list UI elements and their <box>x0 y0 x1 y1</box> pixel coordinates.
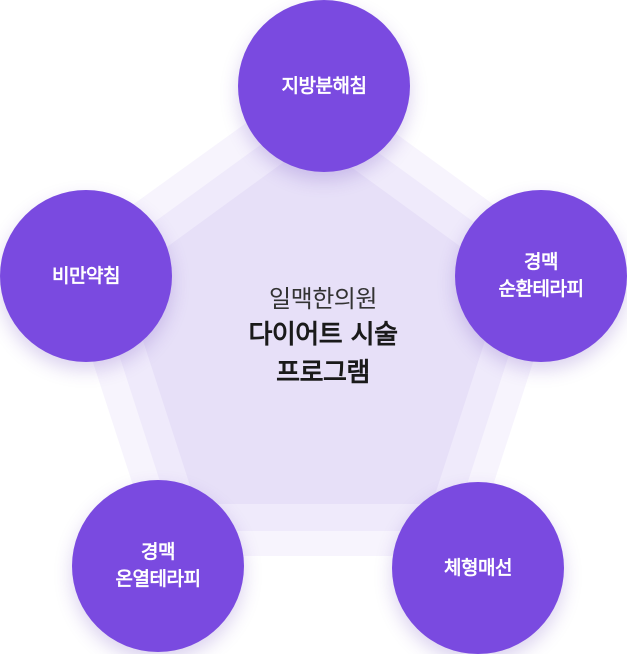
node-obesity-pharmacopuncture: 비만약침 <box>0 190 172 362</box>
node-body-shape-thread: 체형매선 <box>392 482 564 654</box>
node-label-line2: 순환테라피 <box>498 278 584 300</box>
program-title-line1: 다이어트 시술 <box>248 320 398 350</box>
node-fat-dissolving-acupuncture: 지방분해침 <box>238 0 410 172</box>
inner-pentagon <box>123 140 505 504</box>
node-meridian-circulation-therapy: 경맥 순환테라피 <box>455 190 627 362</box>
node-label-line1: 경맥 <box>524 251 558 273</box>
node-label-line1: 경맥 <box>141 541 175 563</box>
node-meridian-thermal-therapy: 경맥 온열테라피 <box>72 480 244 652</box>
program-title-line2: 프로그램 <box>276 358 370 388</box>
node-label: 체형매선 <box>444 556 512 579</box>
clinic-name: 일맥한의원 <box>269 285 377 313</box>
node-label-line2: 온열테라피 <box>115 568 201 590</box>
node-label: 지방분해침 <box>281 74 367 97</box>
node-label: 비만약침 <box>52 264 120 287</box>
center-title-block: 일맥한의원 다이어트 시술 프로그램 <box>173 282 473 392</box>
